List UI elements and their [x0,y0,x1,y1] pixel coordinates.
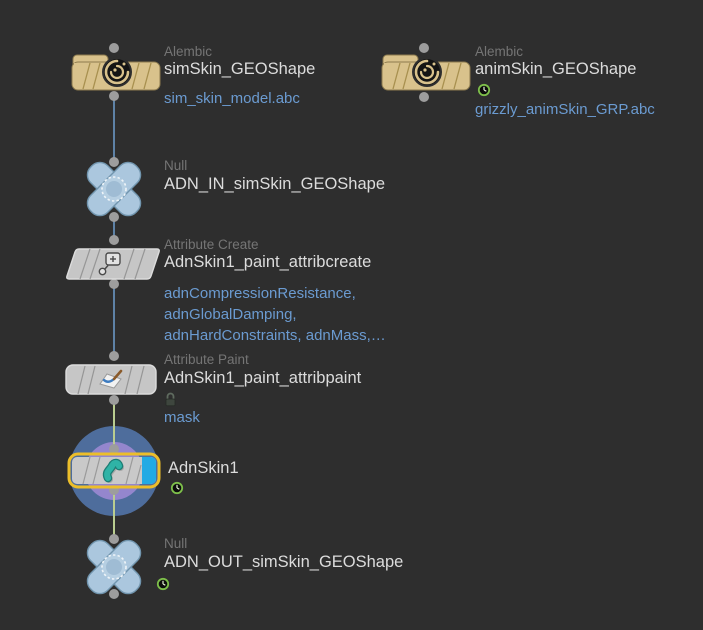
attribcreate-output-connector[interactable] [109,279,119,289]
attribcreate-input-connector[interactable] [109,235,119,245]
animskin-name: animSkin_GEOShape [475,60,637,78]
node-adnin[interactable] [80,161,148,217]
adnout-output-connector[interactable] [109,589,119,599]
attribpaint-comment: mask [164,409,200,426]
null-cross-icon [86,161,142,217]
selection-outline [67,452,161,489]
attribute-paint-icon [99,369,123,389]
adnin-type-label: Null [164,158,188,173]
node-simskin[interactable] [70,49,162,93]
clock-badge-icon [156,577,170,591]
lock-badge-icon [165,392,176,407]
adnskin1-input-connector[interactable] [109,444,119,454]
node-attribcreate[interactable] [64,246,162,282]
attribcreate-name: AdnSkin1_paint_attribcreate [164,253,372,271]
adnout-input-connector[interactable] [109,534,119,544]
simskin-input-connector[interactable] [109,43,119,53]
node-adnout[interactable] [80,539,148,595]
simskin-comment: sim_skin_model.abc [164,90,300,107]
simskin-output-connector[interactable] [109,91,119,101]
alembic-swirl-icon [102,57,132,87]
node-adnskin1[interactable] [66,451,162,491]
display-flag[interactable] [142,457,156,484]
attribpaint-name: AdnSkin1_paint_attribpaint [164,369,362,387]
animskin-output-connector[interactable] [419,92,429,102]
simskin-type-label: Alembic [164,44,213,59]
clock-badge-icon [170,481,184,495]
attribpaint-output-connector[interactable] [109,395,119,405]
attribcreate-type-label: Attribute Create [164,237,259,252]
attribcreate-comment: adnCompressionResistance, adnGlobalDampi… [164,285,386,344]
adnskin1-output-connector[interactable] [109,485,119,495]
adnin-output-connector[interactable] [109,212,119,222]
attribpaint-type-label: Attribute Paint [164,352,249,367]
node-attribpaint[interactable] [64,363,160,398]
node-animskin[interactable] [380,49,472,93]
null-cross-icon [86,539,142,595]
clock-badge-icon [477,83,491,97]
alembic-swirl-icon [412,57,442,87]
attribpaint-input-connector[interactable] [109,351,119,361]
adnout-name: ADN_OUT_simSkin_GEOShape [164,553,404,571]
attribute-create-icon [98,252,121,276]
animskin-input-connector[interactable] [419,43,429,53]
adnskin-ribbon-icon [102,458,124,483]
adnout-type-label: Null [164,536,188,551]
adnin-input-connector[interactable] [109,157,119,167]
animskin-comment: grizzly_animSkin_GRP.abc [475,101,655,118]
adnin-name: ADN_IN_simSkin_GEOShape [164,175,386,193]
adnskin1-name: AdnSkin1 [168,459,239,477]
simskin-name: simSkin_GEOShape [164,60,316,78]
animskin-type-label: Alembic [475,44,524,59]
